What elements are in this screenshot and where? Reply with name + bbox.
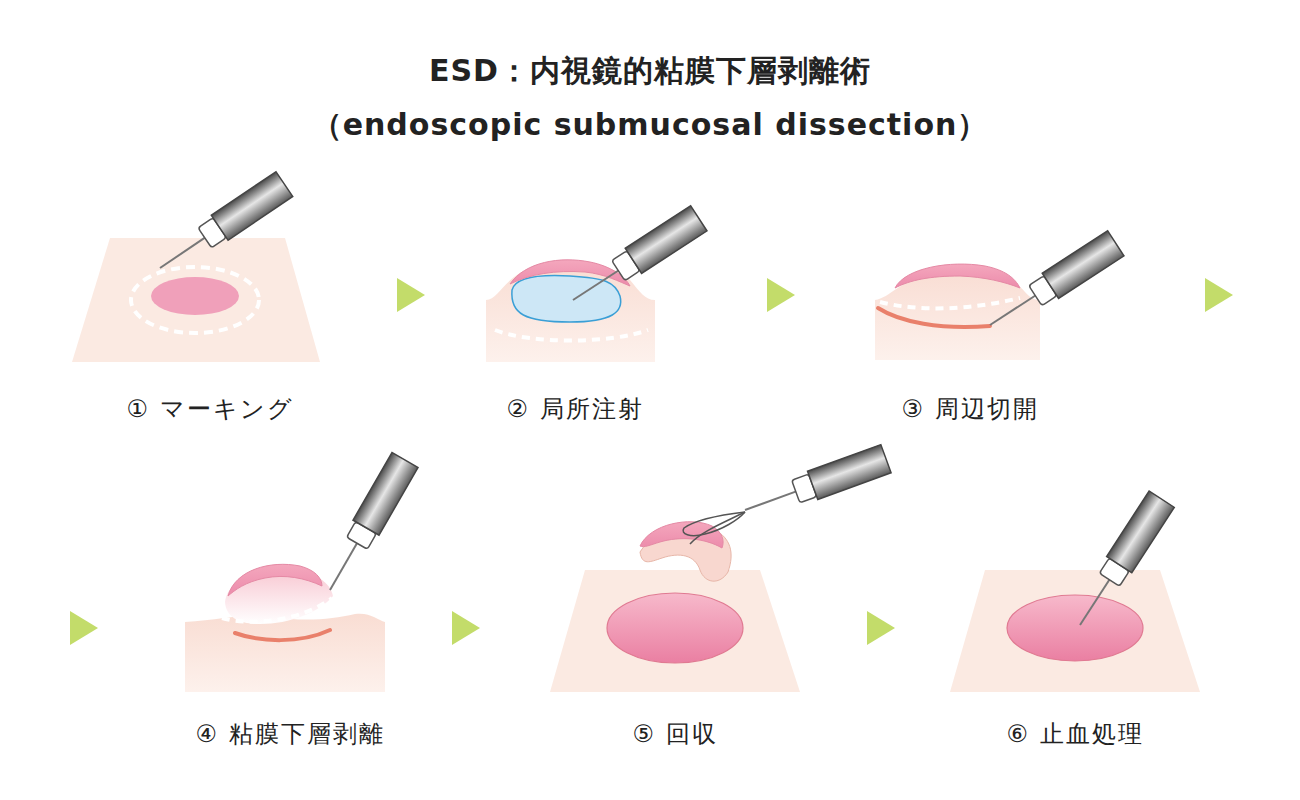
flow-arrow xyxy=(70,278,1233,645)
arrow-head xyxy=(452,611,480,645)
step-label: ③ 周辺切開 xyxy=(866,393,1074,425)
step-panel: ③ 周辺切開 xyxy=(866,200,1074,425)
step-panel: ① マーキング xyxy=(56,200,364,425)
step-label: ① マーキング xyxy=(56,393,364,425)
step-label: ⑤ 回収 xyxy=(526,718,824,750)
step-label: ⑥ 止血処理 xyxy=(936,718,1214,750)
arrow-head xyxy=(767,278,795,312)
arrow-head xyxy=(867,611,895,645)
arrow-head xyxy=(1205,278,1233,312)
arrow-head xyxy=(397,278,425,312)
flow-arrow xyxy=(397,278,425,312)
title: ESD：内視鏡的粘膜下層剥離術 （endoscopic submucosal d… xyxy=(308,44,992,152)
step-panel: ④ 粘膜下層剥離 xyxy=(176,455,404,750)
flow-arrow xyxy=(452,611,480,645)
step-panel: ⑥ 止血処理 xyxy=(936,455,1214,750)
step-panel: ② 局所注射 xyxy=(456,200,694,425)
step-label: ② 局所注射 xyxy=(456,393,694,425)
step-panel: ⑤ 回収 xyxy=(526,455,824,750)
step-label: ④ 粘膜下層剥離 xyxy=(176,718,404,750)
arrow-head xyxy=(70,611,98,645)
flow-arrow xyxy=(767,278,795,312)
flow-arrow xyxy=(867,611,895,645)
